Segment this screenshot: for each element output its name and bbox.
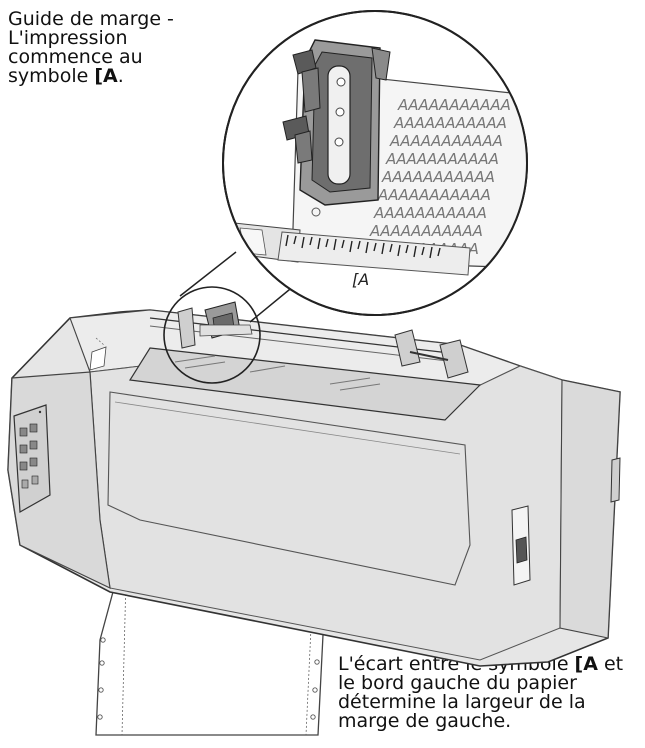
sample-print-line: AAAAAAAAAAA (377, 186, 491, 204)
margin-guide-caption: Guide de marge - L'impression commence a… (8, 10, 228, 86)
margin-symbol-label-bottom: [A (574, 653, 598, 675)
paper-hole (98, 687, 104, 693)
paper-hole (99, 660, 105, 666)
caption-bottom-line-2: le bord gauche du papier (338, 672, 577, 694)
guide-lock-lever[interactable] (292, 49, 321, 113)
panel-button[interactable] (31, 475, 39, 485)
zoom-connector-line (249, 284, 296, 323)
sample-print-line: AAAAAAAAAAA (389, 132, 503, 150)
paper-hole (312, 687, 318, 693)
paper-hole (310, 714, 316, 720)
paper-hole (97, 714, 103, 720)
paper-hole (100, 637, 106, 643)
sample-print-line: AAAAAAAAAAA (369, 222, 483, 240)
magnified-view: AAAAAAAAAAA AAAAAAAAAAA AAAAAAAAAAA AAAA… (222, 10, 528, 316)
caption-top-line-4: symbole [A. (8, 67, 228, 86)
sample-print-lines: AAAAAAAAAAA AAAAAAAAAAA AAAAAAAAAAA AAAA… (365, 96, 511, 258)
panel-button[interactable] (19, 461, 28, 471)
margin-symbol-label: [A (94, 65, 118, 87)
scale-margin-symbol: [A (352, 270, 369, 289)
zoom-indicator-circle (163, 286, 261, 384)
caption-top-line-3: commence au (8, 46, 143, 68)
panel-button[interactable] (19, 444, 28, 454)
left-tractor-small (177, 301, 253, 349)
panel-button[interactable] (29, 440, 38, 450)
platen-area (128, 347, 482, 421)
sample-print-line: AAAAAAAAAAA (381, 168, 495, 186)
sample-print-line: AAAAAAAAAAA (393, 114, 507, 132)
paper-hole (311, 207, 321, 217)
front-cover (107, 391, 471, 586)
caption-bottom-line-3: détermine la largeur de la (338, 691, 586, 713)
paper-select-lever[interactable] (511, 505, 531, 586)
platen-knob[interactable] (610, 457, 621, 503)
paper-hole (314, 659, 320, 665)
operator-panel (13, 404, 51, 513)
printer (7, 301, 621, 667)
panel-button[interactable] (21, 479, 29, 489)
paper-guide-slot (89, 346, 107, 371)
margin-scale (277, 231, 471, 276)
panel-button[interactable] (29, 457, 38, 467)
caption-bottom-line-4: marge de gauche. (338, 710, 512, 732)
right-tractor (394, 329, 469, 379)
paper-guide (282, 39, 391, 206)
caption-top-line-2: L'impression (8, 27, 128, 49)
caption-top-line-4-prefix: symbole (8, 65, 95, 87)
panel-button[interactable] (29, 423, 38, 433)
panel-indicator-light (38, 410, 42, 414)
caption-bottom-line-1-suffix: et (597, 653, 624, 675)
panel-button[interactable] (19, 427, 28, 437)
zoom-connector-line (179, 251, 237, 297)
scale-ticks (285, 234, 441, 259)
margin-width-caption: L'écart entre le symbole [A et le bord g… (338, 655, 643, 731)
sample-print-line: AAAAAAAAAAA (373, 204, 487, 222)
caption-top-line-1: Guide de marge - (8, 8, 174, 30)
caption-top-line-4-suffix: . (117, 65, 124, 87)
guide-lock-lever[interactable] (282, 115, 313, 164)
sample-print-line: AAAAAAAAAAA (385, 150, 499, 168)
scale-mark: 1 (224, 212, 228, 220)
sample-print-line: AAAAAAAAAAA (397, 96, 511, 114)
